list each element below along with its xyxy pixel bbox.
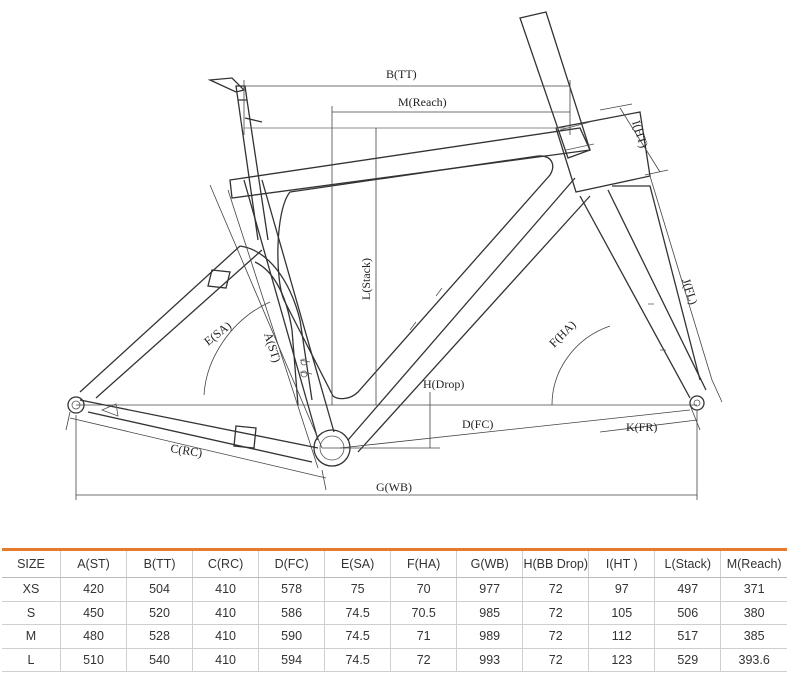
table-cell: 74.5: [324, 624, 392, 649]
table-cell: XS: [2, 577, 61, 602]
table-cell: 506: [654, 601, 722, 625]
geometry-table-header: SIZE A(ST) B(TT) C(RC) D(FC) E(SA) F(HA)…: [2, 548, 787, 578]
header-bb-drop: H(BB Drop): [522, 548, 590, 578]
label-stack: L(Stack): [359, 258, 373, 300]
label-drop-sub: (Drop): [432, 377, 465, 391]
label-ht: I(HT): [629, 119, 651, 150]
table-cell: 385: [720, 624, 787, 649]
table-cell: 380: [720, 601, 787, 625]
bike-frame-geometry-diagram: B(TT) M(Reach) I(HT) J(FL) L(Stack) E(SA…: [65, 11, 723, 500]
table-cell: 70: [390, 577, 458, 602]
table-cell: 123: [588, 648, 656, 672]
table-cell: 410: [192, 577, 260, 602]
label-ha: F(HA): [546, 318, 579, 351]
table-cell: 510: [60, 648, 128, 672]
bike-frame: [67, 11, 707, 467]
label-drop-h: H: [423, 377, 432, 391]
table-cell: 517: [654, 624, 722, 649]
table-row: XS 420 504 410 578 75 70 977 72 97 497 3…: [2, 577, 787, 602]
table-cell: 410: [192, 601, 260, 625]
table-cell: 410: [192, 624, 260, 649]
table-cell: 590: [258, 624, 326, 649]
label-reach: M(Reach): [398, 95, 447, 109]
header-wb: G(WB): [456, 548, 524, 578]
table-cell: 540: [126, 648, 194, 672]
table-cell: 529: [654, 648, 722, 672]
table-cell: 74.5: [324, 601, 392, 625]
label-tt: B(TT): [386, 67, 417, 81]
table-cell: 977: [456, 577, 524, 602]
table-cell: 371: [720, 577, 787, 602]
table-cell: 105: [588, 601, 656, 625]
table-cell: 393.6: [720, 648, 787, 672]
table-cell: 70.5: [390, 601, 458, 625]
table-cell: 74.5: [324, 648, 392, 672]
table-cell: 112: [588, 624, 656, 649]
table-row: M 480 528 410 590 74.5 71 989 72 112 517…: [2, 624, 787, 649]
table-cell: 497: [654, 577, 722, 602]
table-cell: 420: [60, 577, 128, 602]
table-cell: S: [2, 601, 61, 625]
table-cell: 72: [522, 601, 590, 625]
geometry-table: SIZE A(ST) B(TT) C(RC) D(FC) E(SA) F(HA)…: [2, 548, 787, 672]
table-cell: 72: [390, 648, 458, 672]
table-cell: 578: [258, 577, 326, 602]
table-cell: 528: [126, 624, 194, 649]
table-cell: 520: [126, 601, 194, 625]
table-cell: 993: [456, 648, 524, 672]
label-wb: G(WB): [376, 480, 412, 494]
header-ht: I(HT ): [588, 548, 656, 578]
header-size: SIZE: [2, 548, 61, 578]
label-fr: K(FR): [626, 420, 657, 434]
label-rc: C(RC): [170, 441, 204, 460]
table-cell: 71: [390, 624, 458, 649]
header-st: A(ST): [60, 548, 128, 578]
header-reach: M(Reach): [720, 548, 787, 578]
header-stack: L(Stack): [654, 548, 722, 578]
table-cell: 410: [192, 648, 260, 672]
header-tt: B(TT): [126, 548, 194, 578]
table-cell: 72: [522, 624, 590, 649]
table-cell: 450: [60, 601, 128, 625]
table-cell: 504: [126, 577, 194, 602]
label-fl: J(FL): [679, 277, 701, 307]
table-cell: 75: [324, 577, 392, 602]
table-cell: 72: [522, 577, 590, 602]
table-cell: 480: [60, 624, 128, 649]
table-cell: M: [2, 624, 61, 649]
header-fc: D(FC): [258, 548, 326, 578]
label-drop: H(Drop): [423, 377, 464, 391]
dimension-lines: [65, 80, 723, 500]
table-cell: 97: [588, 577, 656, 602]
header-rc: C(RC): [192, 548, 260, 578]
header-ha: F(HA): [390, 548, 458, 578]
label-st: A(ST): [261, 331, 284, 364]
table-row: S 450 520 410 586 74.5 70.5 985 72 105 5…: [2, 601, 787, 625]
table-cell: 586: [258, 601, 326, 625]
header-sa: E(SA): [324, 548, 392, 578]
table-cell: 989: [456, 624, 524, 649]
table-cell: 72: [522, 648, 590, 672]
table-cell: 985: [456, 601, 524, 625]
table-row: L 510 540 410 594 74.5 72 993 72 123 529…: [2, 648, 787, 672]
table-cell: 594: [258, 648, 326, 672]
table-cell: L: [2, 648, 61, 672]
label-fc: D(FC): [462, 417, 493, 431]
